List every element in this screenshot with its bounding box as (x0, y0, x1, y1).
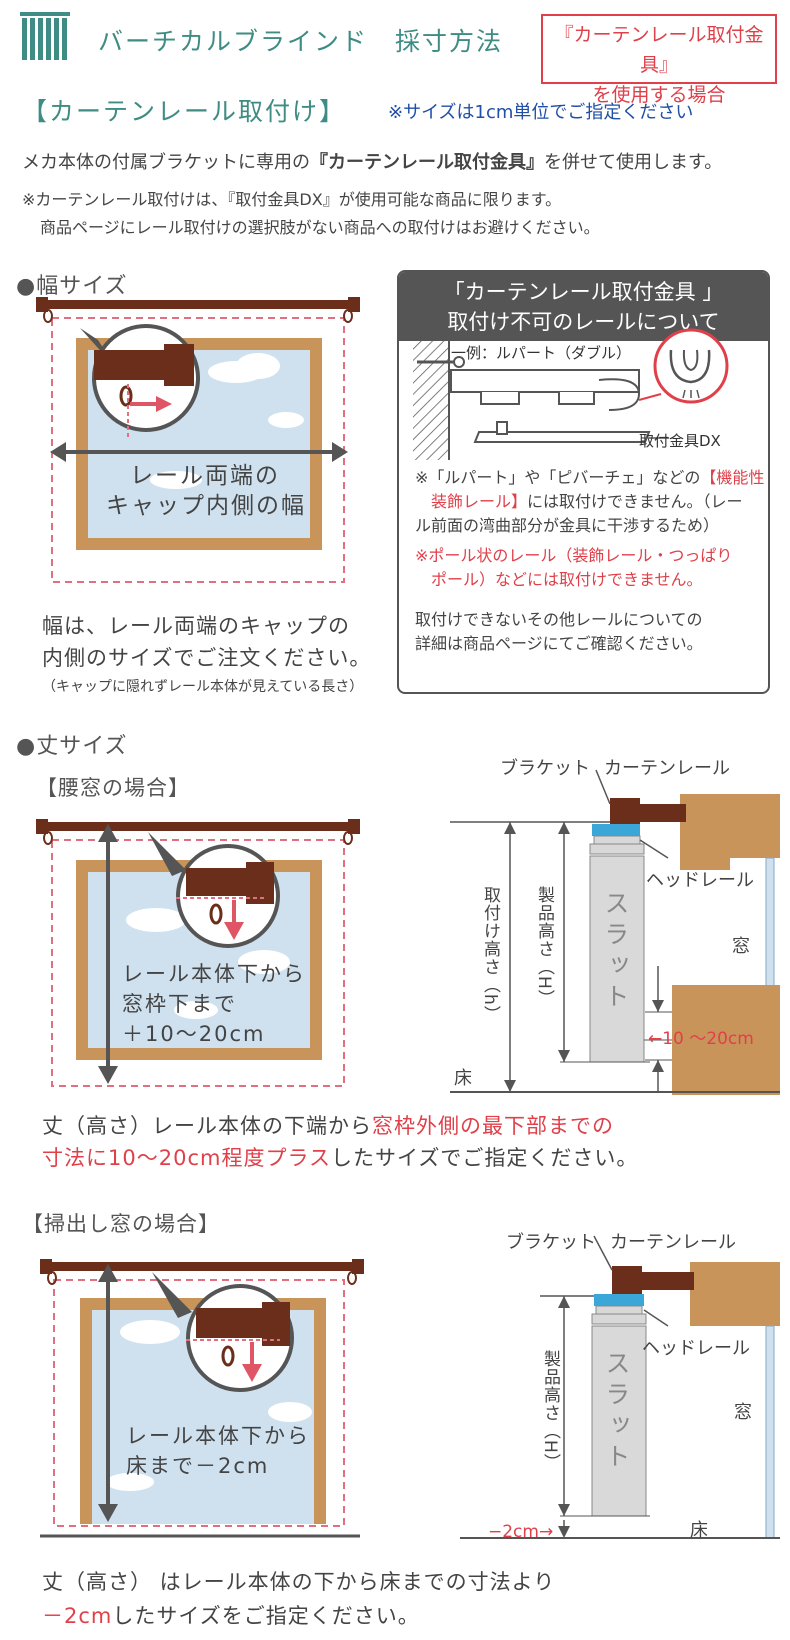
case1-label-1: レール本体下から (122, 962, 306, 986)
notice-box: 「カーテンレール取付金具 」 取付け不可のレールについて 一例：ルパート（ダブル… (397, 270, 770, 694)
case2-desc-2a: －2cm (42, 1604, 113, 1628)
case1-desc-1b: 窓枠外側の最下部までの (372, 1114, 614, 1138)
side1-bracket-label: ブラケット (500, 758, 590, 779)
side1-mount-height-label: 取付け高さ（h） (480, 886, 500, 1024)
case1-desc-2b: したサイズでご指定ください。 (331, 1146, 639, 1170)
caution-2: 商品ページにレール取付けの選択肢がない商品への取付けはお避けください。 (40, 218, 600, 237)
width-heading: ●幅サイズ (16, 274, 128, 299)
notice-header: 「カーテンレール取付金具 」 取付け不可のレールについて (399, 272, 768, 341)
width-desc-1: 幅は、レール両端のキャップの (42, 614, 350, 638)
side2-product-height-label: 製品高さ（H） (540, 1350, 560, 1472)
side2-floor-label: 床 (690, 1520, 708, 1541)
case1-desc-1: 丈（高さ）レール本体の下端から窓枠外側の最下部までの (42, 1110, 614, 1140)
case2-desc-1: 丈（高さ） はレール本体の下から床までの寸法より (42, 1570, 556, 1594)
notice-p1: ※「ルパート」や「ピバーチェ」などの【機能性 装飾レール】には取付けできません。… (415, 466, 764, 538)
height-heading: ●丈サイズ (16, 734, 128, 759)
badge-line-1: 『カーテンレール取付金具』 (554, 24, 764, 76)
rail-fitting-badge: 『カーテンレール取付金具』 を使用する場合 (541, 14, 777, 106)
side1-plus-label: ←10 ～20cm (648, 1029, 754, 1049)
side1-headrail-label: ヘッドレール (646, 870, 754, 891)
case2-diagram (40, 1259, 364, 1538)
notice-p1-b: 【機能性 (700, 468, 765, 487)
unit-note: ※サイズは1cm単位でご指定ください (388, 102, 694, 123)
case2-side-view (460, 1235, 780, 1539)
width-label-1: レール両端の (130, 463, 280, 489)
notice-p1-a: ※「ルパート」や「ピバーチェ」などの (415, 468, 701, 487)
rail-example-label: 一例：ルパート（ダブル） (451, 344, 632, 362)
intro-bold: 『カーテンレール取付金具』 (310, 152, 544, 173)
notice-p1-c: 装飾レール】 (431, 492, 528, 511)
notice-head-1: 「カーテンレール取付金具 」 (443, 280, 724, 304)
width-desc-2: 内側のサイズでご注文ください。 (42, 646, 372, 670)
case2-desc-2b: したサイズをご指定ください。 (112, 1604, 420, 1628)
case2-label-2: 床まで－2cm (126, 1454, 270, 1478)
notice-p2-b: ポール状のレール（装飾レール・つっぱり (428, 546, 733, 565)
case1-desc-2: 寸法に10～20cm程度プラスしたサイズでご指定ください。 (42, 1142, 638, 1172)
case2-label-1: レール本体下から (126, 1424, 310, 1448)
blind-logo-icon (20, 12, 70, 60)
side2-slat-label: スラット (602, 1350, 631, 1474)
case2-desc-2: －2cmしたサイズをご指定ください。 (42, 1600, 420, 1630)
rail-example-illustration (413, 328, 729, 460)
intro-pre: メカ本体の付属ブラケットに専用の (22, 152, 310, 173)
side2-window-label: 窓 (734, 1402, 752, 1423)
width-diagram (36, 297, 360, 583)
side1-rail-label: カーテンレール (604, 758, 730, 779)
case1-side-view (450, 769, 780, 1095)
side2-bracket-label: ブラケット (506, 1232, 596, 1253)
caution-1: ※カーテンレール取付けは、『取付金具DX』が使用可能な商品に限ります。 (22, 190, 562, 209)
notice-p2: ※ポール状のレール（装飾レール・つっぱり ポール）などには取付けできません。 (415, 544, 732, 592)
notice-p3-1: 取付けできないその他レールについての (415, 610, 703, 629)
case1-desc-2a: 寸法に10～20cm程度プラス (42, 1146, 332, 1170)
side1-slat-label: スラット (601, 890, 630, 1014)
notice-p2-a: ※ (415, 546, 429, 565)
side1-window-label: 窓 (732, 936, 750, 957)
side1-product-height-label: 製品高さ（H） (534, 886, 554, 1008)
side1-floor-label: 床 (454, 1068, 472, 1089)
side2-headrail-label: ヘッドレール (642, 1338, 750, 1359)
case2-heading: 【掃出し窓の場合】 (22, 1212, 220, 1236)
notice-p2-c: ポール）などには取付けできません。 (431, 570, 703, 589)
notice-p1-d: には取付けできません。（レー (527, 492, 743, 511)
case1-label-2: 窓枠下まで (122, 992, 237, 1016)
notice-p1-e: ル前面の湾曲部分が金具に干渉するため） (415, 516, 720, 535)
width-label-2: キャップ内側の幅 (106, 493, 306, 519)
intro-post: を併せて使用します。 (544, 152, 723, 173)
notice-head-2: 取付け不可のレールについて (447, 310, 720, 334)
case1-label-3: ＋10～20cm (122, 1022, 266, 1046)
notice-p3: 取付けできないその他レールについての 詳細は商品ページにてご確認ください。 (415, 608, 703, 656)
fitting-dx-label: 取付金具DX (639, 432, 721, 450)
side2-rail-label: カーテンレール (610, 1232, 736, 1253)
width-desc-3: （キャップに隠れずレール本体が見えている長さ） (42, 679, 364, 695)
intro-text: メカ本体の付属ブラケットに専用の『カーテンレール取付金具』を併せて使用します。 (22, 148, 722, 174)
badge-line-2: を使用する場合 (592, 84, 726, 106)
section-heading: 【カーテンレール取付け】 (22, 97, 347, 126)
page-title: バーチカルブラインド 採寸方法 (98, 27, 504, 56)
case1-heading: 【腰窓の場合】 (36, 776, 190, 800)
case1-diagram (36, 819, 360, 1087)
case1-desc-1a: 丈（高さ）レール本体の下端から (42, 1114, 372, 1138)
side2-minus-label: −2cm→ (488, 1522, 554, 1542)
notice-p3-2: 詳細は商品ページにてご確認ください。 (415, 634, 703, 653)
